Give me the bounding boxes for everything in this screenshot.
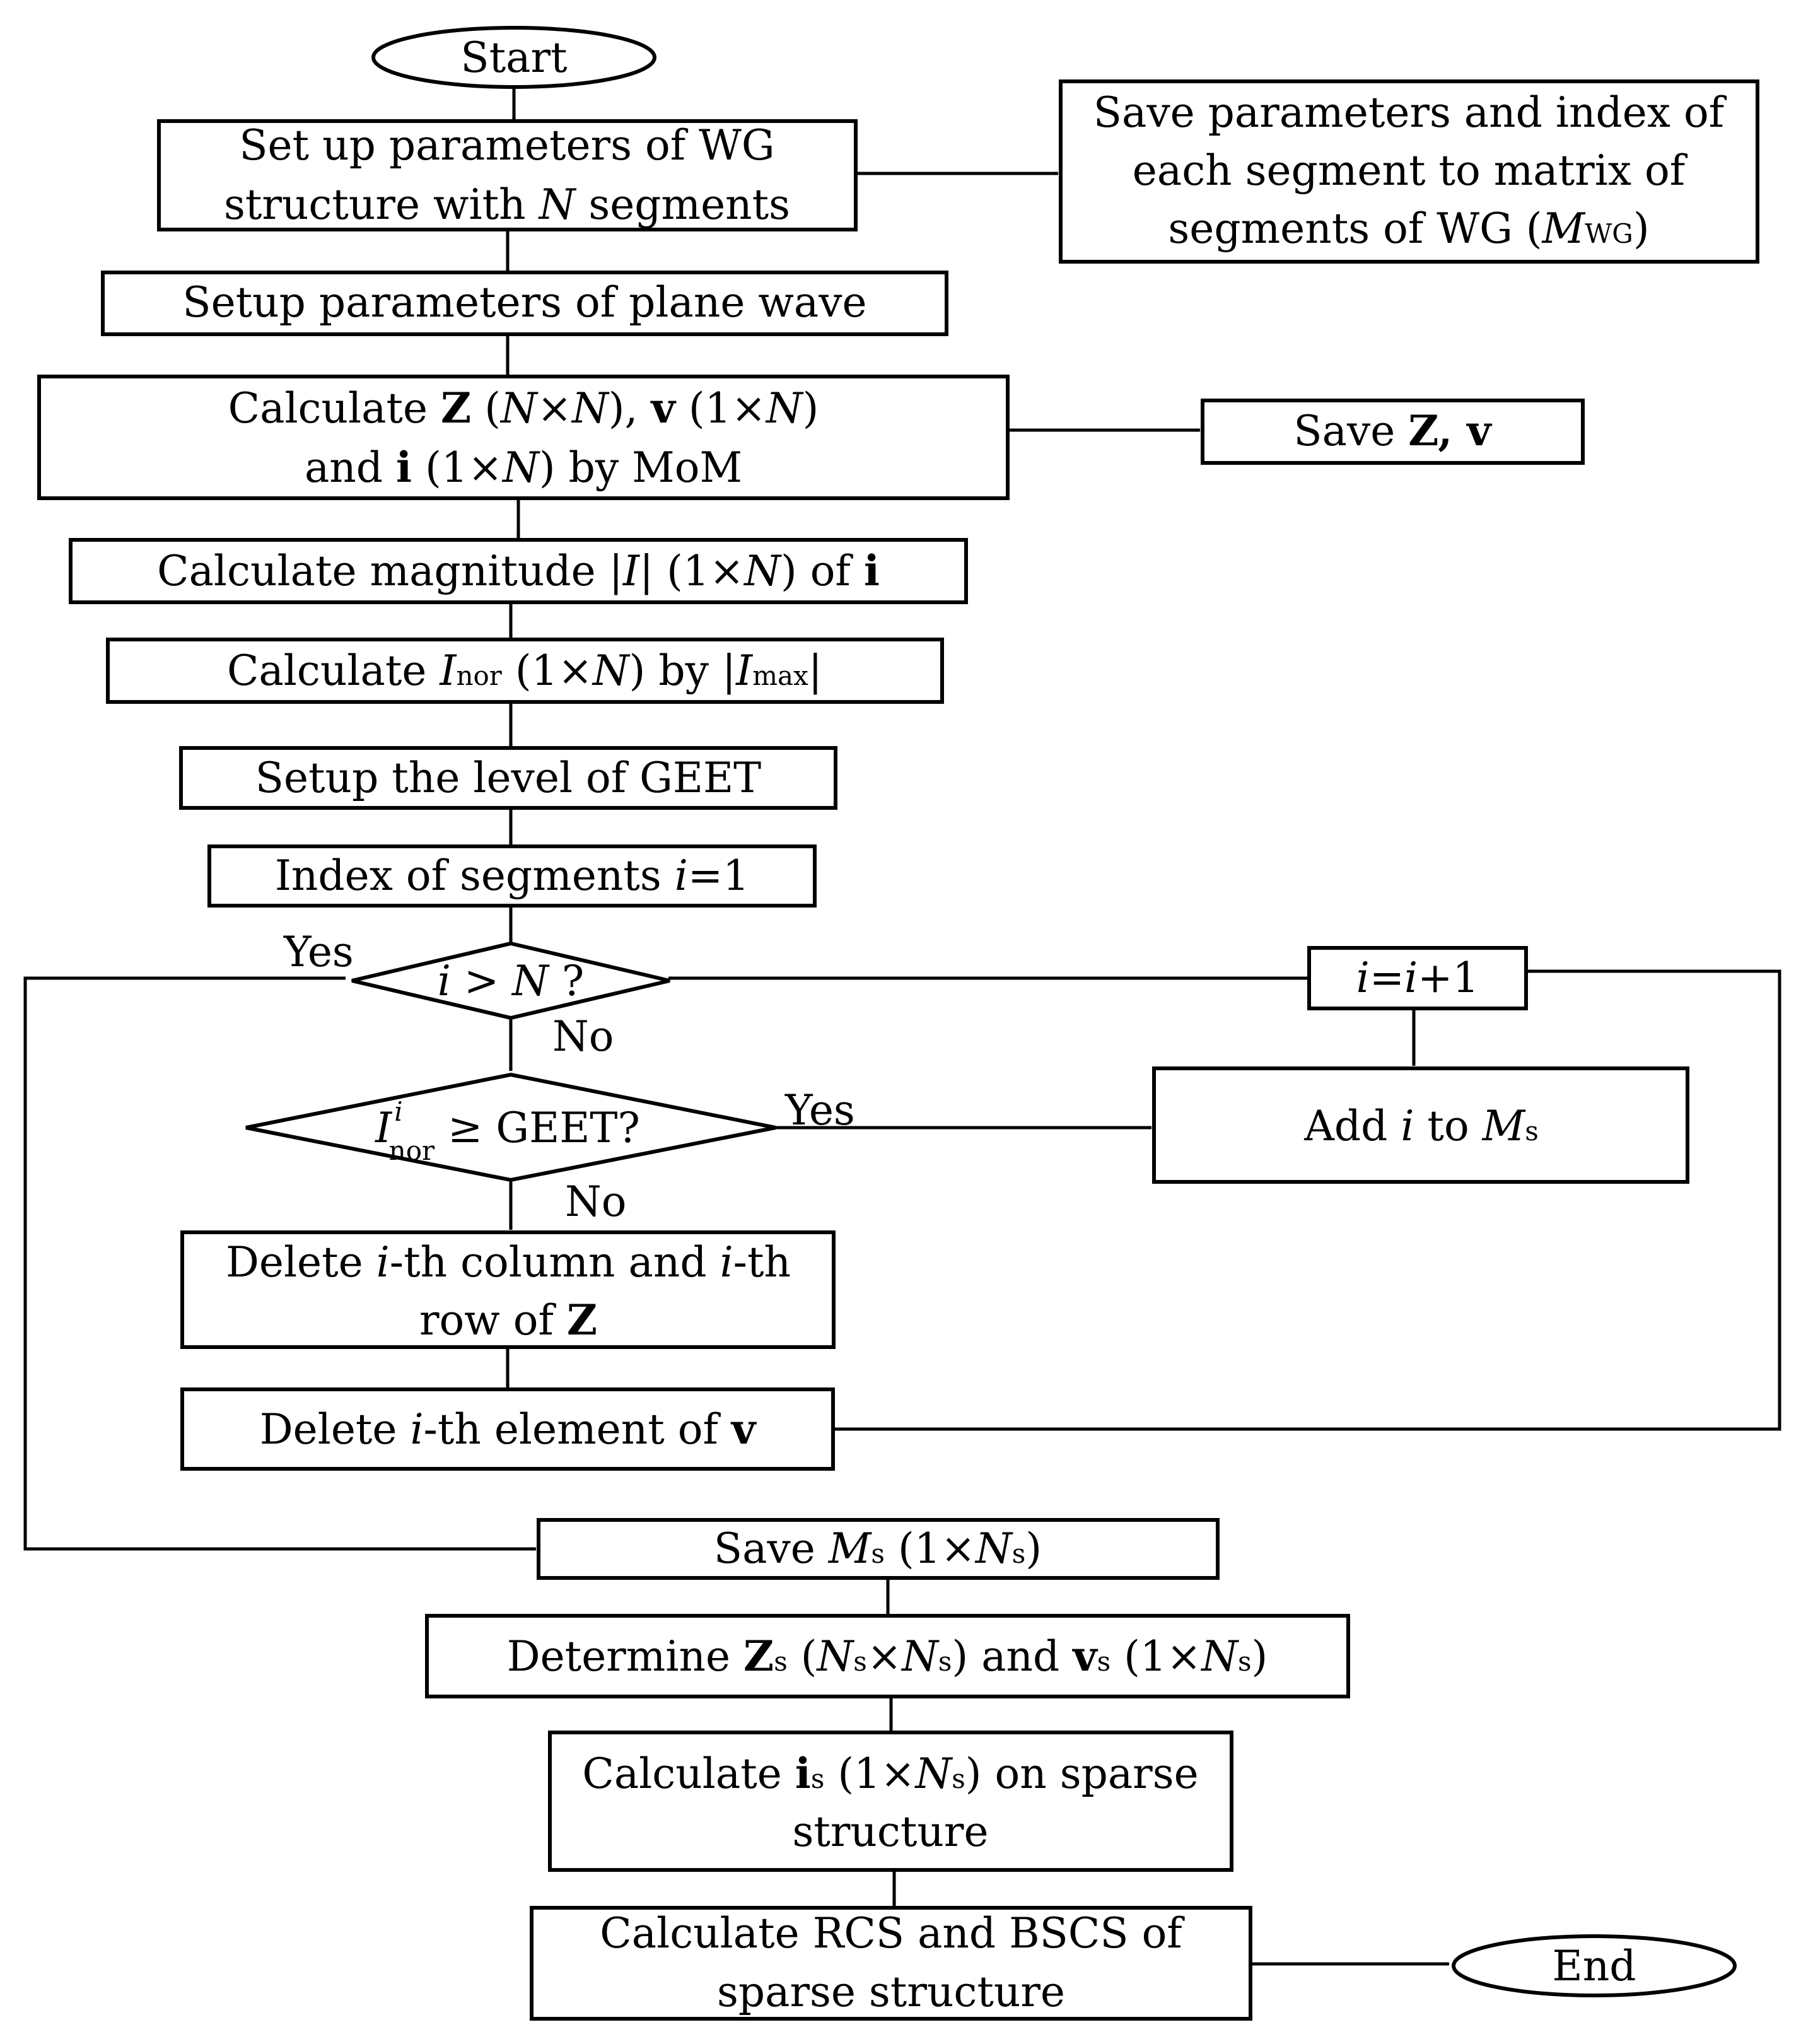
delete-col-row-box: Delete i-th column and i-th row of Z: [180, 1230, 836, 1349]
start-terminal: Start: [371, 26, 656, 89]
save-zv-label: Save Z, v: [1293, 406, 1492, 455]
increment-box: i=i+1: [1307, 946, 1528, 1010]
save-params-line3: segments of WG (MWG): [1168, 204, 1649, 253]
save-params-line1: Save parameters and index of: [1093, 88, 1727, 137]
calc-rcs-line2: sparse structure: [717, 1968, 1065, 2016]
delete-col-row-line2: row of Z: [419, 1295, 597, 1345]
setup-plane-box: Setup parameters of plane wave: [101, 271, 948, 336]
label-no-geet: No: [565, 1177, 627, 1226]
end-label: End: [1553, 1942, 1636, 1990]
calc-magnitude-box: Calculate magnitude |I| (1×N) of i: [69, 538, 968, 604]
label-yes-geet: Yes: [784, 1086, 855, 1135]
add-to-ms-box: Add i to Ms: [1152, 1066, 1689, 1184]
setup-geet-box: Setup the level of GEET: [179, 746, 837, 810]
save-ms-box: Save Ms (1×Ns): [537, 1518, 1220, 1580]
setup-wg-line2: structure with N segments: [224, 180, 790, 229]
calc-inor-box: Calculate Inor (1×N) by |Imax|: [106, 638, 944, 704]
delete-col-row-line1: Delete i-th column and i-th: [226, 1238, 791, 1287]
calc-rcs-box: Calculate RCS and BSCS of sparse structu…: [530, 1906, 1252, 2021]
label-yes-n: Yes: [283, 928, 354, 976]
decision-i-gt-n-label: i > N ?: [438, 957, 585, 1005]
index-init-label: Index of segments i=1: [275, 851, 749, 900]
edge-deleteelem-loop: [833, 969, 1781, 1431]
setup-wg-line1: Set up parameters of WG: [239, 121, 774, 170]
calc-z-box: Calculate Z (N×N), v (1×N) and i (1×N) b…: [37, 375, 1010, 500]
calc-is-line1: Calculate is (1×Ns) on sparse: [582, 1749, 1198, 1798]
determine-box: Determine Zs (Ns×Ns) and vs (1×Ns): [425, 1614, 1350, 1698]
save-zv-box: Save Z, v: [1201, 399, 1585, 465]
calc-is-box: Calculate is (1×Ns) on sparse structure: [548, 1731, 1233, 1872]
end-terminal: End: [1452, 1934, 1737, 1997]
calc-is-line2: structure: [792, 1807, 988, 1856]
save-ms-label: Save Ms (1×Ns): [714, 1524, 1042, 1573]
calc-z-line1: Calculate Z (N×N), v (1×N): [228, 383, 819, 433]
determine-label: Determine Zs (Ns×Ns) and vs (1×Ns): [507, 1632, 1268, 1681]
calc-magnitude-label: Calculate magnitude |I| (1×N) of i: [157, 546, 880, 595]
decision-i-gt-n: i > N ?: [351, 941, 670, 1020]
delete-elem-label: Delete i-th element of v: [260, 1405, 757, 1454]
edge-decision-yes: [23, 976, 537, 1551]
setup-plane-label: Setup parameters of plane wave: [182, 278, 866, 327]
label-no-n: No: [552, 1012, 614, 1061]
increment-label: i=i+1: [1356, 954, 1479, 1002]
save-params-line2: each segment to matrix of: [1133, 146, 1688, 195]
save-params-box: Save parameters and index of each segmen…: [1059, 79, 1759, 264]
index-init-box: Index of segments i=1: [207, 844, 817, 908]
start-label: Start: [460, 33, 567, 82]
setup-wg-box: Set up parameters of WG structure with N…: [157, 119, 858, 231]
calc-z-line2: and i (1×N) by MoM: [305, 443, 742, 492]
calc-rcs-line1: Calculate RCS and BSCS of: [600, 1909, 1185, 1958]
delete-elem-box: Delete i-th element of v: [180, 1387, 835, 1471]
calc-inor-label: Calculate Inor (1×N) by |Imax|: [227, 646, 822, 695]
add-to-ms-label: Add i to Ms: [1303, 1102, 1539, 1150]
connectors: [23, 88, 1781, 1966]
setup-geet-label: Setup the level of GEET: [255, 754, 761, 802]
